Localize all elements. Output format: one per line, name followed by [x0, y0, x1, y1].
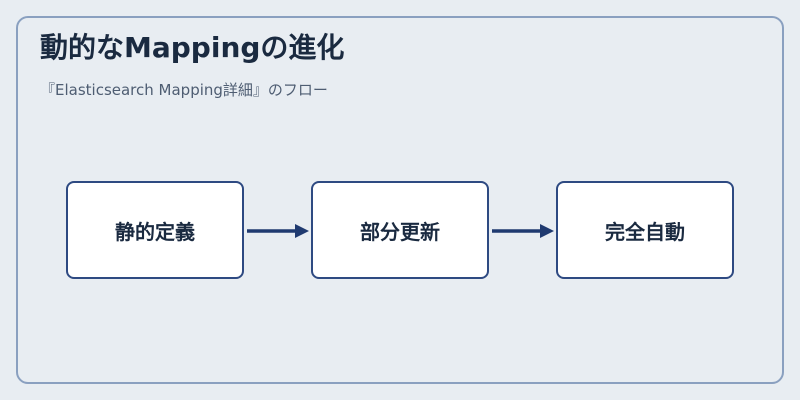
flow-node-label: 完全自動: [605, 219, 685, 244]
flow-node-fully-automatic: 完全自動: [556, 181, 734, 279]
diagram-title: 動的なMappingの進化: [40, 31, 345, 64]
flow-node-static-definition: 静的定義: [66, 181, 244, 279]
flow-arrow-right-icon: [247, 224, 309, 238]
flow-node-label: 部分更新: [360, 219, 440, 244]
flow-arrow-right-icon: [492, 224, 554, 238]
flow-node-label: 静的定義: [115, 219, 195, 244]
flow-node-partial-update: 部分更新: [311, 181, 489, 279]
diagram-subtitle: 『Elasticsearch Mapping詳細』のフロー: [40, 81, 328, 99]
